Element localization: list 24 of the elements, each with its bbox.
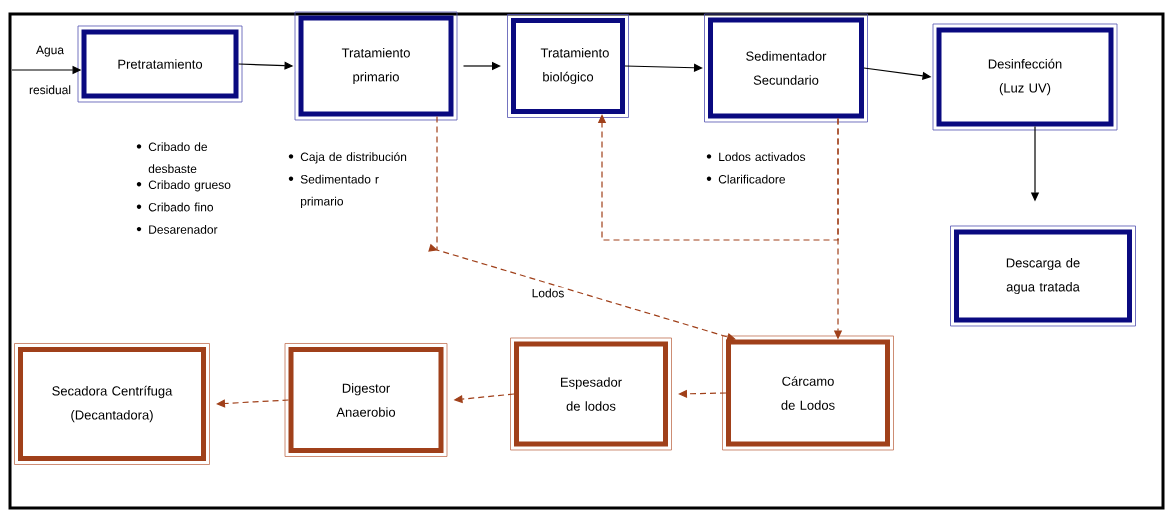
bullet-item: Clarificadore [706,174,785,184]
bullet-item: Desarenador [136,225,218,234]
process-box: Descarga de agua tratada [950,225,1136,327]
process-box: Sedimentador Secundario [704,13,868,123]
bullet-item: Lodos activados [706,152,806,162]
arrow [216,399,290,408]
process-box: Secadora Centrífuga (Decantadora) [14,343,210,465]
process-box: Cárcamo de Lodos [722,335,894,451]
arrow [597,114,839,241]
bullet-item: Cribado de desbaste [136,142,207,174]
edge-label: Agua residual [29,45,71,95]
arrow [428,115,736,341]
bullet-item: Caja de distribución [288,152,407,164]
process-box: Tratamiento biológico [507,14,629,118]
process-box: Digestor Anaerobio [284,343,448,457]
bullet-item: Cribado grueso [136,180,231,192]
bullet-item: Cribado fino [136,202,214,212]
process-box: Desinfección (Luz UV) [932,23,1118,131]
process-box: Pretratamiento [77,25,243,103]
edge-label: Lodos [532,288,564,298]
bullet-item: Sedimentado r primario [288,174,379,208]
process-box: Tratamiento primario [294,11,458,121]
process-box: Espesador de lodos [510,337,672,451]
arrow [624,63,703,72]
